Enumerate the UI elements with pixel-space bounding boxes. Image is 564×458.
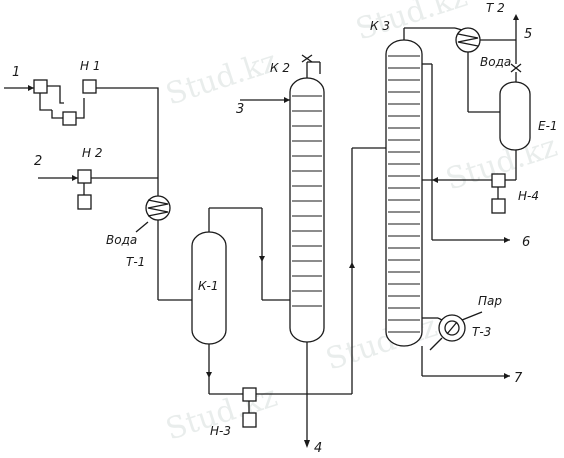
stream-5-label: 5 [524,27,532,42]
vessel-e1: Е-1 5 [499,14,558,181]
exchanger-t1-label: Т-1 [126,255,145,269]
pump-h4: Н-4 [432,173,539,214]
pump-h3-label: Н-3 [210,424,231,438]
stream-2-label: 2 [34,154,42,169]
vessel-e1-label: Е-1 [538,119,558,133]
heat-exchanger-t1: Вода Т-1 [106,180,194,301]
pump-h3: Н-3 [210,387,352,438]
pump-h4-label: Н-4 [518,189,539,203]
column-k2: К 2 3 4 [236,54,325,456]
stream-1-label: 1 [12,65,20,80]
pump-h1-label: Н 1 [80,59,100,73]
stream-7-label: 7 [514,371,523,386]
condenser-t2: Т 2 Вода [454,1,516,113]
reboiler-t3: Пар Т-3 [429,294,502,351]
pump-h1 [82,79,97,94]
column-k1: К-1 [191,207,292,395]
stream-6-label: 6 [522,235,530,250]
condenser-t2-label: Т 2 [486,1,505,15]
stream-3-label: 3 [236,102,244,117]
pump-h2-label: Н 2 [82,146,102,160]
k2-to-k3-line [349,147,386,394]
column-k1-label: К-1 [198,279,218,293]
watermark: Stud.kz [162,44,282,113]
column-k2-label: К 2 [270,61,290,75]
feed-line-2: 2 Н 2 [34,146,158,210]
pump-h1-inlet [33,79,48,94]
watermark: Stud.kz [322,309,442,378]
column-k3: К 3 6 7 [370,19,530,386]
column-k3-label: К 3 [370,19,390,33]
reboiler-t3-label: Т-3 [472,325,491,339]
pump-h2-motor [77,194,92,210]
water-label-2: Вода [480,55,511,69]
steam-label: Пар [478,294,502,308]
pump-h2 [77,169,92,184]
stream-4-label: 4 [314,441,322,456]
pump-h1-block [62,111,77,126]
water-label-1: Вода [106,233,137,247]
feed-line-1: 1 Н 1 [4,59,159,180]
